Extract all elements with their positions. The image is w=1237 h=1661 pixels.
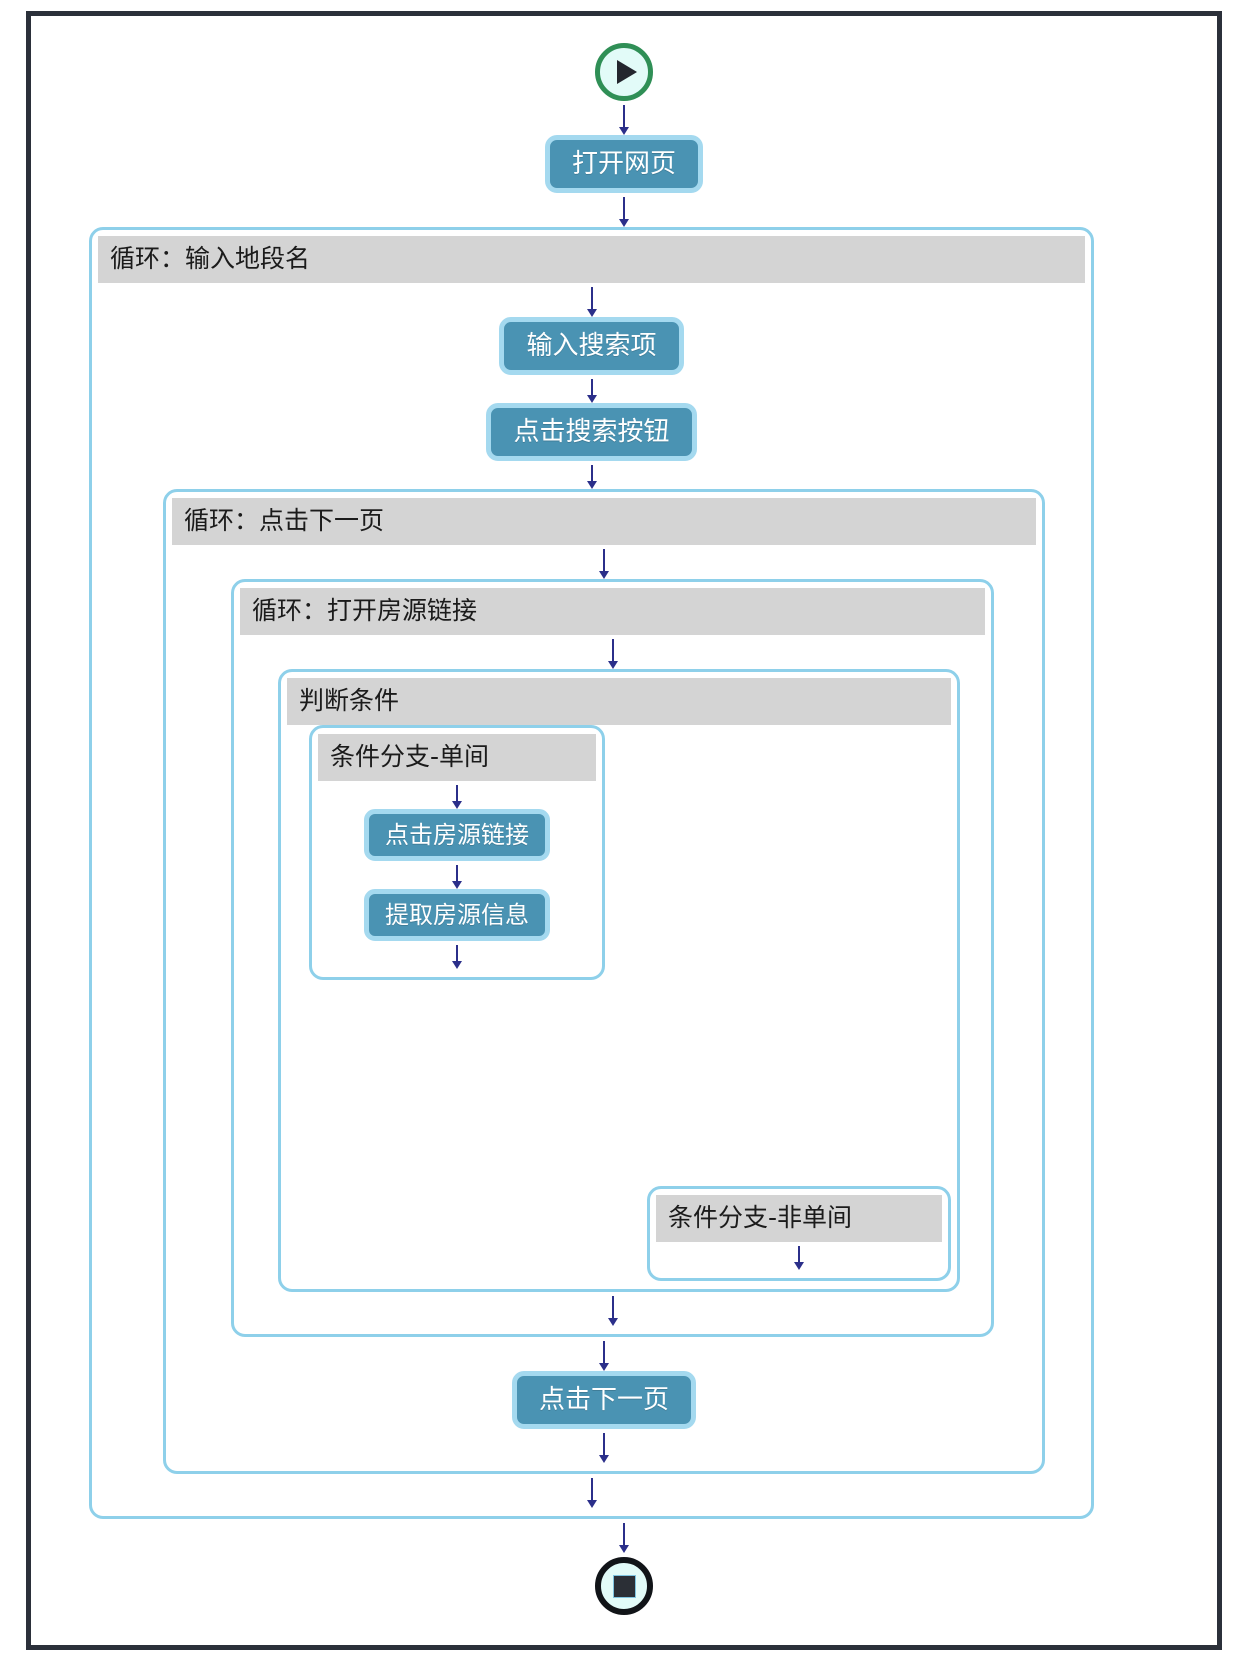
- arrow-shaft: [590, 379, 593, 399]
- step-input-search-term[interactable]: 输入搜索项: [499, 317, 684, 375]
- loop-district-container[interactable]: 循环：输入地段名 输入搜索项 点击搜索按钮: [89, 227, 1094, 1519]
- arrow-head: [452, 801, 462, 809]
- stop-icon: [612, 1574, 636, 1598]
- connector-arrow: [98, 1474, 1085, 1508]
- arrow-head: [452, 961, 462, 969]
- arrow-shaft: [611, 1296, 614, 1322]
- connector-arrow: [318, 861, 596, 889]
- arrow-head: [452, 881, 462, 889]
- connector-arrow: [172, 1429, 1036, 1463]
- arrow-shaft: [623, 105, 625, 131]
- connector-arrow: [98, 375, 1085, 403]
- arrow-shaft: [456, 785, 458, 805]
- condition-container[interactable]: 判断条件 条件分支-单间: [278, 669, 960, 1292]
- branch-non-single-room-header: 条件分支-非单间: [656, 1195, 942, 1242]
- loop-next-page-header: 循环：点击下一页: [172, 498, 1036, 545]
- arrow-shaft: [590, 465, 593, 485]
- branch-non-single-room-container[interactable]: 条件分支-非单间: [647, 1186, 951, 1281]
- branch-single-room-container[interactable]: 条件分支-单间 点击房源链接: [309, 725, 605, 980]
- arrow-head: [794, 1262, 804, 1270]
- arrow-shaft: [456, 945, 458, 965]
- step-input-search-row: 输入搜索项: [98, 317, 1085, 375]
- step-open-page[interactable]: 打开网页: [544, 135, 703, 193]
- arrow-head: [619, 219, 629, 227]
- connector-arrow: [31, 101, 1217, 135]
- step-extract-listing-info[interactable]: 提取房源信息: [364, 889, 550, 941]
- arrow-head: [619, 127, 629, 135]
- arrow-shaft: [798, 1246, 800, 1266]
- step-click-next-page[interactable]: 点击下一页: [511, 1371, 696, 1429]
- loop-listing-link-container[interactable]: 循环：打开房源链接 判断条件: [231, 579, 994, 1337]
- step-open-page-row: 打开网页: [31, 135, 1217, 193]
- diagram-canvas: 打开网页 循环：输入地段名 输入搜索项: [26, 11, 1222, 1650]
- branch-non-single-room-body: [656, 1242, 942, 1270]
- arrow-head: [599, 1455, 609, 1463]
- arrow-shaft: [590, 287, 593, 313]
- arrow-head: [586, 481, 597, 489]
- branch-single-room-body: 点击房源链接 提取房源信息: [318, 781, 596, 969]
- connector-arrow: [318, 781, 596, 809]
- connector-arrow: [98, 461, 1085, 489]
- arrow-head: [586, 309, 597, 317]
- arrow-shaft: [623, 197, 625, 223]
- arrow-head: [586, 395, 597, 403]
- branch-single-room-header: 条件分支-单间: [318, 734, 596, 781]
- condition-branches: 条件分支-单间 点击房源链接: [287, 725, 951, 1281]
- loop-district-body: 输入搜索项 点击搜索按钮 循环：点击下一页: [98, 283, 1085, 1508]
- loop-listing-link-body: 判断条件 条件分支-单间: [240, 635, 985, 1326]
- loop-district-header: 循环：输入地段名: [98, 236, 1085, 283]
- arrow-shaft: [603, 1433, 605, 1459]
- arrow-head: [619, 1545, 629, 1553]
- loop-next-page-container[interactable]: 循环：点击下一页 循环：打开房源链接: [163, 489, 1045, 1474]
- loop-next-page-body: 循环：打开房源链接 判断条件: [172, 545, 1036, 1463]
- connector-arrow: [240, 1292, 985, 1326]
- connector-arrow: [172, 545, 1036, 579]
- arrow-shaft: [611, 639, 614, 665]
- arrow-shaft: [456, 865, 458, 885]
- arrow-head: [599, 1363, 609, 1371]
- connector-arrow: [31, 1519, 1217, 1553]
- arrow-head: [607, 661, 618, 669]
- flowchart-root: 打开网页 循环：输入地段名 输入搜索项: [31, 16, 1217, 1645]
- connector-arrow: [172, 1337, 1036, 1371]
- arrow-head: [599, 571, 609, 579]
- arrow-head: [607, 1318, 618, 1326]
- condition-header: 判断条件: [287, 678, 951, 725]
- step-click-search-row: 点击搜索按钮: [98, 403, 1085, 461]
- arrow-head: [586, 1500, 597, 1508]
- connector-arrow: [318, 941, 596, 969]
- loop-listing-link-header: 循环：打开房源链接: [240, 588, 985, 635]
- arrow-shaft: [623, 1523, 625, 1549]
- step-click-listing-link[interactable]: 点击房源链接: [364, 809, 550, 861]
- play-icon: [617, 60, 637, 84]
- arrow-shaft: [603, 549, 605, 575]
- start-node[interactable]: [595, 43, 653, 101]
- start-node-row: [31, 16, 1217, 101]
- connector-arrow: [240, 635, 985, 669]
- connector-arrow: [31, 193, 1217, 227]
- end-node[interactable]: [595, 1557, 653, 1615]
- step-click-next-page-row: 点击下一页: [172, 1371, 1036, 1429]
- connector-arrow: [656, 1242, 942, 1270]
- arrow-shaft: [603, 1341, 605, 1367]
- connector-arrow: [98, 283, 1085, 317]
- end-node-row: [31, 1553, 1217, 1615]
- step-click-search-button[interactable]: 点击搜索按钮: [486, 403, 697, 461]
- arrow-shaft: [590, 1478, 593, 1504]
